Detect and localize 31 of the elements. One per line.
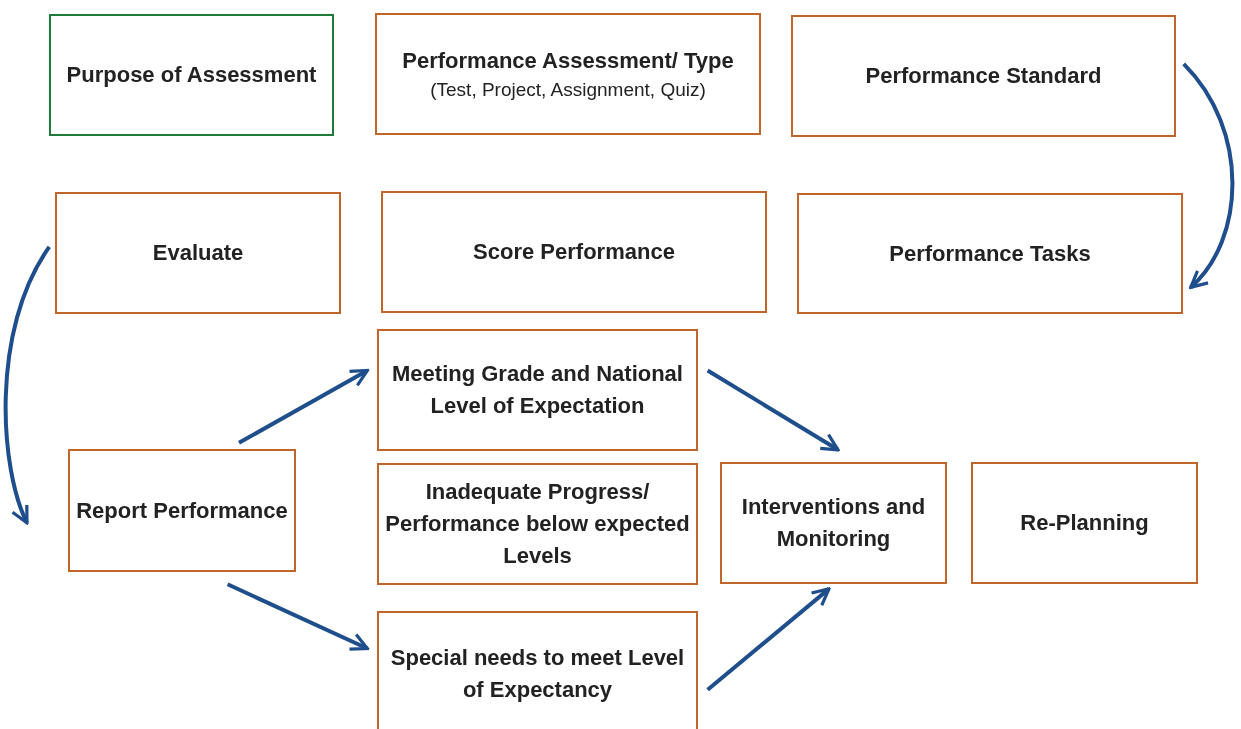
process-box — [797, 193, 1183, 314]
box-subtitle: (Test, Project, Assignment, Quiz) — [430, 78, 706, 102]
box-title: Special needs to meet Level of Expectancy — [389, 643, 686, 704]
box-title: Performance Assessment/ Type — [402, 47, 734, 75]
box-title: Report Performance — [76, 496, 288, 525]
arrow — [226, 582, 369, 651]
box-title: Evaluate — [152, 239, 244, 267]
process-box — [68, 449, 296, 572]
process-box — [720, 462, 947, 584]
box-title: Meeting Grade and National Level of Expectation — [391, 360, 684, 420]
arrow — [706, 368, 840, 452]
process-box — [49, 14, 334, 136]
box-title: Inadequate Progress/ Performance below expected Levels — [385, 478, 690, 570]
process-box — [375, 13, 761, 135]
arrow — [706, 587, 831, 692]
box-title: Performance Tasks — [889, 239, 1091, 268]
box-title: Performance Standard — [865, 62, 1102, 90]
arrow — [1182, 62, 1235, 289]
box-title: Re-Planning — [1020, 509, 1149, 537]
process-box — [971, 462, 1198, 584]
process-box — [791, 15, 1176, 137]
process-box — [381, 191, 767, 313]
process-box — [55, 192, 341, 314]
box-title: Purpose of Assessment — [66, 61, 317, 89]
box-title: Interventions and Monitoring — [740, 493, 927, 553]
box-title: Score Performance — [473, 238, 675, 266]
arrow — [3, 245, 51, 525]
process-box — [377, 463, 698, 585]
arrow — [238, 368, 369, 445]
process-box — [377, 611, 698, 729]
process-box — [377, 329, 698, 451]
